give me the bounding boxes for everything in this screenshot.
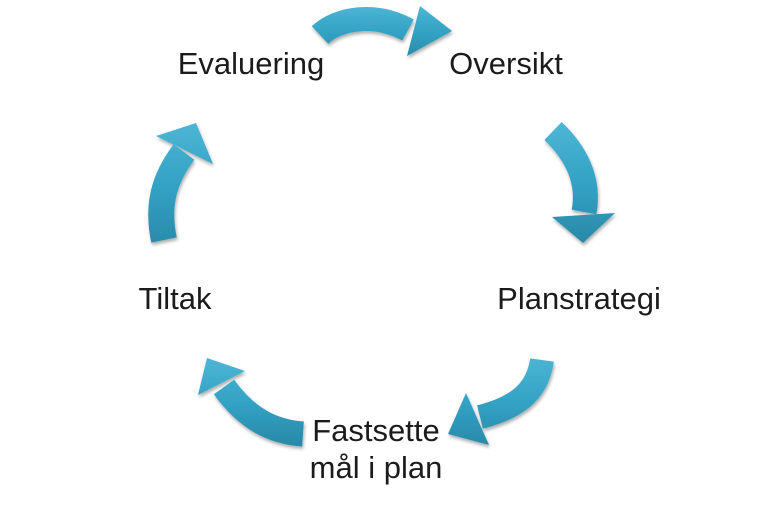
- arrow-evaluering-to-oversikt: [311, 6, 452, 56]
- node-label-fastsette-line-2: mål i plan: [309, 450, 443, 485]
- node-label-fastsette-line-1: Fastsette: [312, 413, 440, 448]
- arrow-tiltak-to-evaluering: [148, 123, 213, 243]
- arrow-oversikt-to-planstrategi: [544, 121, 615, 243]
- arrow-fastsette-to-tiltak: [198, 358, 305, 447]
- arrow-planstrategi-to-fastsette: [448, 357, 554, 445]
- node-label-oversikt: Oversikt: [449, 46, 563, 81]
- node-label-tiltak: Tiltak: [138, 281, 212, 316]
- node-label-fastsette-mal-i-plan: Fastsette mål i plan: [291, 412, 461, 486]
- node-label-evaluering: Evaluering: [177, 46, 325, 81]
- node-label-planstrategi: Planstrategi: [497, 281, 661, 316]
